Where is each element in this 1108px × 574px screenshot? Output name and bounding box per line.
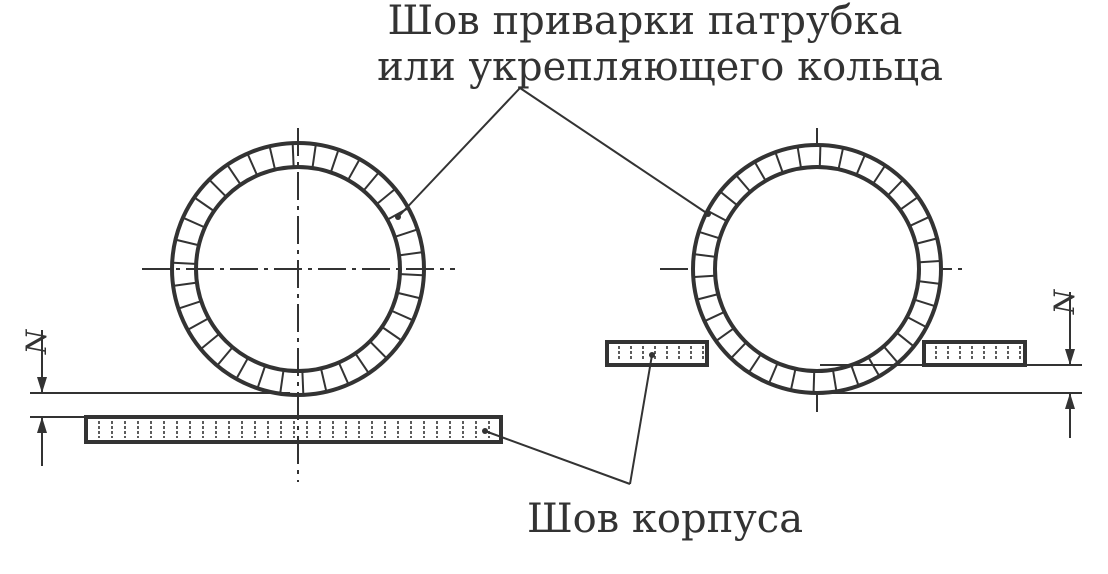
ring-hatch-mark <box>697 293 718 301</box>
shell-weld-label: Шов корпуса <box>527 496 803 542</box>
ring-hatch-mark <box>694 274 715 278</box>
right-offset-label: N <box>1048 288 1081 315</box>
right-offset-dimension: N <box>820 288 1082 438</box>
left-nozzle-weld-ring <box>170 141 426 397</box>
ring-hatch-mark <box>176 238 199 246</box>
left-offset-dimension: N <box>20 328 290 466</box>
ring-hatch-mark <box>217 347 233 366</box>
ring-hatch-mark <box>376 188 396 205</box>
ring-hatch-mark <box>301 371 305 394</box>
ring-hatch-mark <box>320 369 328 392</box>
ring-hatch-mark <box>919 280 940 285</box>
ring-hatch-mark <box>837 148 844 169</box>
nozzle-weld-label-line1: Шов приварки патрубка <box>388 0 903 44</box>
ring-hatch-mark <box>812 371 816 393</box>
shell-weld-leader-lines <box>482 352 655 485</box>
ring-hatch-mark <box>790 369 797 390</box>
ring-hatch-mark <box>694 253 715 258</box>
ring-hatch-mark <box>916 237 937 245</box>
ring-hatch-mark <box>909 216 930 227</box>
right-nozzle-weld-ring <box>691 143 943 395</box>
ring-hatch-mark <box>279 370 285 393</box>
ring-hatch-mark <box>872 165 886 184</box>
nozzle-weld-leader-lines <box>395 87 711 220</box>
ring-hatch-mark <box>173 281 197 287</box>
ring-hatch-mark <box>704 311 725 322</box>
ring-hatch-mark <box>707 210 727 222</box>
ring-hatch-mark <box>867 357 880 376</box>
ring-hatch-mark <box>256 366 266 388</box>
ring-hatch-mark <box>730 342 747 359</box>
left-ring-hatching <box>173 144 423 394</box>
left-shell-weld-bar <box>84 415 503 444</box>
ring-hatch-mark <box>887 179 904 196</box>
ring-hatch-mark <box>754 162 767 181</box>
ring-hatch-mark <box>246 154 258 176</box>
ring-hatch-mark <box>907 316 927 328</box>
ring-hatch-mark <box>194 197 214 212</box>
ring-hatch-mark <box>173 261 196 265</box>
ring-hatch-mark <box>748 354 762 373</box>
ring-hatch-mark <box>850 365 860 386</box>
ring-hatch-mark <box>395 228 418 238</box>
ring-hatch-mark <box>397 292 420 300</box>
nozzle-weld-label-line2: или укрепляющего кольца <box>377 44 943 90</box>
ring-hatch-mark <box>355 353 370 373</box>
left-assembly: N <box>20 128 503 482</box>
ring-hatch-mark <box>768 363 779 383</box>
ring-hatch-mark <box>183 217 205 228</box>
right-bar-hatching <box>618 346 1021 361</box>
ring-hatch-mark <box>268 146 276 169</box>
ring-hatch-mark <box>382 326 402 341</box>
ring-hatch-mark <box>200 333 220 350</box>
left-bar-hatching <box>98 421 490 438</box>
right-ring-hatching <box>694 145 940 393</box>
ring-hatch-mark <box>400 273 423 277</box>
ring-hatch-mark <box>311 145 317 168</box>
ring-hatch-mark <box>330 150 340 172</box>
ring-hatch-mark <box>832 370 838 391</box>
ring-hatch-mark <box>188 317 209 331</box>
ring-hatch-mark <box>919 260 940 264</box>
ring-hatch-mark <box>235 358 249 379</box>
ring-hatch-mark <box>209 179 227 197</box>
ring-hatch-mark <box>716 327 734 342</box>
ring-hatch-mark <box>735 175 751 192</box>
ring-hatch-mark <box>226 165 241 185</box>
ring-hatch-mark <box>914 298 935 307</box>
ring-hatch-mark <box>399 251 423 257</box>
ring-hatch-mark <box>720 191 738 206</box>
ring-hatch-mark <box>896 332 914 347</box>
ring-hatch-mark <box>291 144 295 167</box>
ring-hatch-mark <box>391 310 413 321</box>
ring-hatch-mark <box>363 172 379 191</box>
left-offset-label: N <box>20 328 53 355</box>
ring-hatch-mark <box>818 145 822 167</box>
right-assembly: N <box>605 128 1082 438</box>
ring-hatch-mark <box>699 231 720 240</box>
ring-hatch-mark <box>338 362 350 384</box>
ring-hatch-mark <box>347 159 361 180</box>
ring-hatch-mark <box>883 346 899 363</box>
ring-hatch-mark <box>369 341 387 359</box>
ring-hatch-mark <box>796 147 802 168</box>
ring-hatch-mark <box>774 152 784 173</box>
ring-hatch-mark <box>855 155 866 175</box>
ring-hatch-mark <box>178 300 201 310</box>
ring-hatch-mark <box>900 196 918 211</box>
